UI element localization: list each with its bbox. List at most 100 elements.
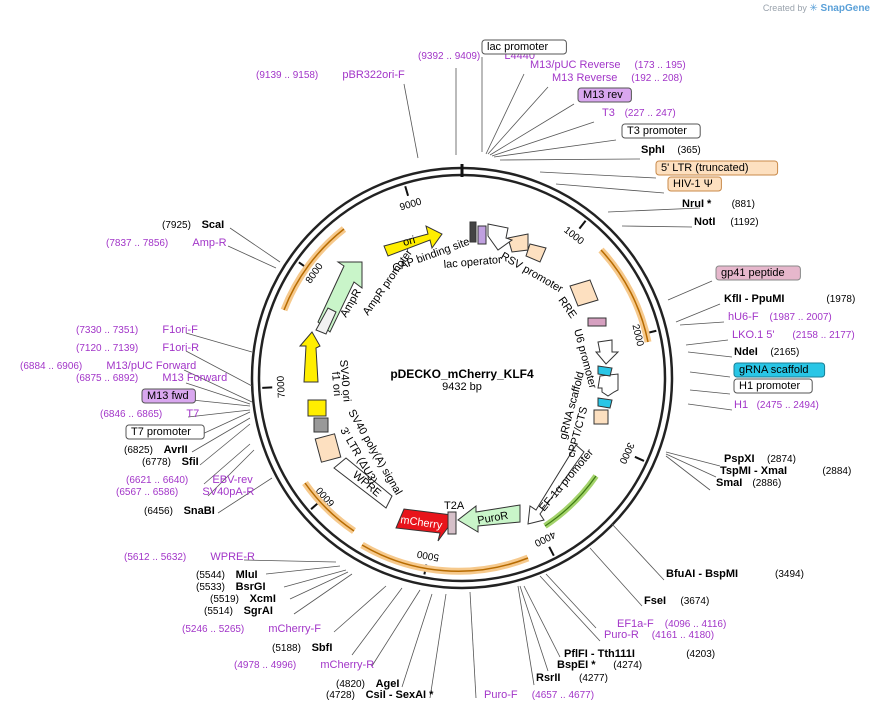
label-scai-pos: (7925) <box>162 220 191 231</box>
label-bfuai-pos: (3494) <box>775 569 804 580</box>
label-hiv1-label: HIV-1 Ψ <box>673 178 713 190</box>
snapgene-credit: Created by ✳ SnapGene <box>763 3 870 14</box>
tick-label-9000: 9000 <box>399 196 424 213</box>
orange-arc-ltr-line <box>600 249 649 343</box>
label-f1orir-name: F1ori-R <box>162 342 199 354</box>
lac-operator-label: lac operator <box>443 254 502 271</box>
ef1a-arrow <box>527 444 585 525</box>
label-ltr5-label: 5' LTR (truncated) <box>661 162 748 174</box>
label-m13-rev-label: M13 rev <box>583 89 623 101</box>
label-gp41-label: gp41 peptide <box>721 267 785 279</box>
sv40pa-box <box>313 417 329 433</box>
cppt-box <box>593 409 609 425</box>
orange-arc-amp-line <box>283 228 345 311</box>
label-ampr-range: (7837 .. 7856) <box>106 238 168 249</box>
sv40ori-label: SV40 ori <box>337 359 353 402</box>
sv40ori-box <box>307 399 327 417</box>
label-h1-name: H1 <box>734 399 748 411</box>
label-nrui-name: NruI * <box>682 198 712 210</box>
t2a-label: T2A <box>444 500 465 512</box>
credit-prefix: Created by <box>762 3 807 13</box>
tick-1000 <box>578 220 587 230</box>
label-sfii-name: SfiI <box>182 456 199 468</box>
tick-3000 <box>634 455 645 462</box>
label-noti-name: NotI <box>694 216 715 228</box>
label-pbr322-name: pBR322ori-F <box>342 69 405 81</box>
label-sfii-pos: (6778) <box>142 457 171 468</box>
label-wprer-range: (5612 .. 5632) <box>124 552 186 563</box>
label-hiv1-box <box>667 176 722 192</box>
label-m13-reverse-range: (192 .. 208) <box>631 73 682 84</box>
grna-scaffold-2 <box>597 397 613 409</box>
lac-operator-arrow <box>487 223 514 251</box>
label-nrui-pos: (881) <box>732 199 755 210</box>
label-m13-puc-rev-name: M13/pUC Reverse <box>530 59 620 71</box>
label-gp41-box <box>715 265 801 281</box>
label-snabi-pos: (6456) <box>144 506 173 517</box>
rsv-box-2 <box>525 243 547 263</box>
label-pbr322-range: (9139 .. 9158) <box>256 70 318 81</box>
label-m13-puc-fwd-range: (6884 .. 6906) <box>20 361 82 372</box>
label-lko1-range: (2158 .. 2177) <box>792 330 854 341</box>
credit-brand: SnapGene <box>820 3 870 14</box>
label-bspei-name: BspEI * <box>557 659 596 671</box>
snapgene-logo: ✳ SnapGene <box>809 3 870 14</box>
label-t7-promoter-box <box>125 424 205 440</box>
label-t3-promoter-box <box>621 123 701 139</box>
label-ebvrev-range: (6621 .. 6640) <box>126 475 188 486</box>
label-sbfi-name: SbfI <box>312 642 333 654</box>
label-t7-range: (6846 .. 6865) <box>100 409 162 420</box>
label-mcherryf-name: mCherry-F <box>268 623 321 635</box>
label-lac-promoter-box <box>481 39 567 55</box>
label-csii-pos: (4728) <box>326 690 355 701</box>
label-grna-box <box>733 362 826 378</box>
label-t3-promoter-label: T3 promoter <box>627 125 687 137</box>
label-lac-promoter-label: lac promoter <box>487 41 548 53</box>
label-t7-promoter-label: T7 promoter <box>131 426 191 438</box>
label-l4440-range: (9392 .. 9409) <box>418 51 480 62</box>
mcherry-label: mCherry <box>400 514 444 532</box>
ori-arrow <box>383 225 443 257</box>
cap-site-box <box>469 221 477 243</box>
f1ori-arrow <box>298 331 321 383</box>
tick-label-7000: 7000 <box>276 375 288 398</box>
f1ori-label: f1 ori <box>329 371 343 396</box>
green-arc-ef1a-line <box>544 475 597 527</box>
label-scai-name: ScaI <box>202 219 225 231</box>
label-ebvrev-name: EBV-rev <box>212 474 253 486</box>
label-avrii-pos: (6825) <box>124 445 153 456</box>
label-sgrai-pos: (5514) <box>204 606 233 617</box>
label-mcherryf-range: (5246 .. 5265) <box>182 624 244 635</box>
ltr3-box <box>314 433 342 463</box>
grna-scaffold-1 <box>597 365 613 377</box>
label-ef1af-range: (4096 .. 4116) <box>665 619 727 630</box>
label-t3-range: (227 .. 247) <box>625 108 676 119</box>
inner-features: ori <box>298 221 620 542</box>
label-pflfi-pos: (4203) <box>686 649 715 660</box>
lac-promoter-box <box>477 225 487 245</box>
label-pspxi-name: PspXI <box>724 453 755 465</box>
label-m13-fwd-label: M13 fwd <box>147 390 189 402</box>
label-grna-label: gRNA scaffold <box>739 364 809 376</box>
label-mcherryr-name: mCherry-R <box>320 659 374 671</box>
label-sphi-pos: (365) <box>677 145 700 156</box>
label-h1-range: (2475 .. 2494) <box>757 400 819 411</box>
label-agei-name: AgeI <box>376 678 400 690</box>
ampr-promoter <box>315 307 337 335</box>
label-m13-forward-range: (6875 .. 6892) <box>76 373 138 384</box>
label-wprer-name: WPRE-R <box>210 551 255 563</box>
label-agei-pos: (4820) <box>336 679 365 690</box>
label-mlui-name: MluI <box>236 569 258 581</box>
label-xcmi-pos: (5519) <box>210 594 239 605</box>
u6-promoter-arrow <box>594 339 620 365</box>
tick-label-3000: 3000 <box>616 440 635 465</box>
label-bsrgi-pos: (5533) <box>196 582 225 593</box>
label-h1-promoter-label: H1 promoter <box>739 380 800 392</box>
label-tspmi-name: TspMI - XmaI <box>720 465 787 477</box>
label-t7-name: T7 <box>186 408 199 420</box>
label-purof-range: (4657 .. 4677) <box>532 690 594 701</box>
label-avrii-name: AvrII <box>164 444 188 456</box>
label-ef1af-name: EF1a-F <box>617 618 654 630</box>
tick-label-5000: 5000 <box>416 548 440 563</box>
